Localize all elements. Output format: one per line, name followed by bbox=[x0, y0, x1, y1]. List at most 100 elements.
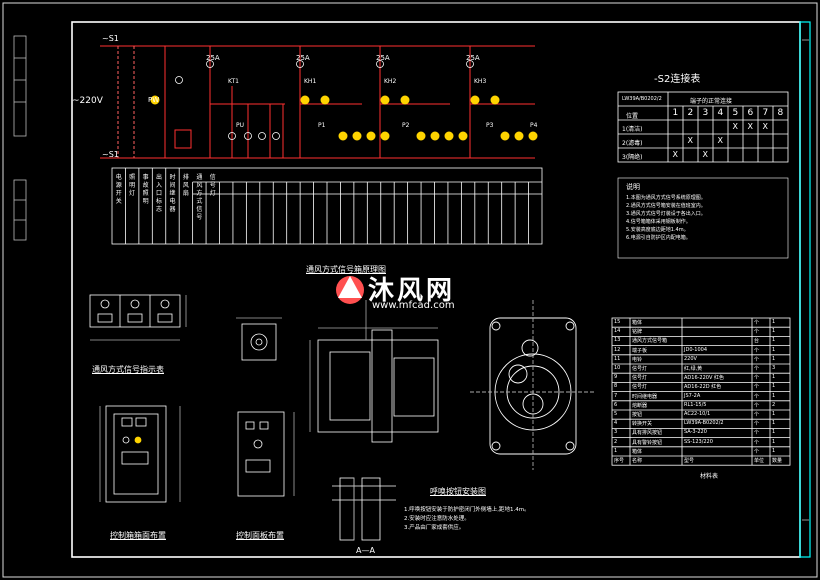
bom-cell: 1 bbox=[772, 447, 776, 454]
watermark-logo bbox=[336, 276, 364, 304]
bottom-note-line: 1.呼唤按钮安装于防护密闭门外侧墙上,距地1.4m。 bbox=[404, 507, 530, 513]
function-table-header: 排风扇 bbox=[182, 174, 189, 197]
s2-row-label: 3(隔绝) bbox=[622, 154, 643, 161]
bom-cell: 信号灯 bbox=[632, 366, 648, 372]
function-table-header: 信号灯 bbox=[209, 174, 216, 197]
lamp-icon bbox=[352, 131, 362, 141]
left-title-strip bbox=[13, 35, 27, 241]
s2-col-number: 4 bbox=[717, 108, 724, 118]
bom-cell: 2 bbox=[772, 401, 776, 408]
bom-cell: 1 bbox=[772, 374, 776, 381]
bom-cell: 个 bbox=[754, 402, 760, 409]
bom-cell: 12 bbox=[614, 346, 621, 353]
s2-title: -S2连接表 bbox=[654, 74, 701, 85]
bom-cell: 1 bbox=[772, 355, 776, 362]
lamp-icon bbox=[416, 131, 426, 141]
bom-column-header: 序号 bbox=[614, 458, 625, 464]
bom-cell: 箱体 bbox=[632, 448, 643, 455]
notes-line: 3.通风方式信号灯装设于各出入口。 bbox=[626, 211, 706, 217]
breaker-icon bbox=[175, 76, 183, 84]
lamp-icon bbox=[366, 131, 376, 141]
bom-cell: 1 bbox=[772, 429, 776, 436]
bom-cell: 1 bbox=[772, 383, 776, 390]
lamp-icon bbox=[514, 131, 524, 141]
wall-detail bbox=[332, 477, 396, 541]
bom-cell: 1 bbox=[772, 392, 776, 399]
bom-cell: 转换开关 bbox=[632, 421, 653, 428]
notes-box bbox=[617, 177, 789, 259]
function-table-header: 事故照明 bbox=[142, 174, 149, 205]
panel-front bbox=[237, 411, 295, 497]
notes-lines: 1.本图为通风方式信号系统原理图。 2.通风方式信号箱安装在值班室内。 3.通风方式… bbox=[626, 194, 786, 242]
lamp-icon bbox=[150, 95, 160, 105]
lamp-icon bbox=[338, 131, 348, 141]
bom-cell: 3 bbox=[772, 365, 776, 371]
breaker-icon bbox=[206, 60, 214, 68]
bom-column-header: 单位 bbox=[754, 458, 765, 464]
notes-line: 6.电源引自防护区内配电箱。 bbox=[626, 235, 691, 241]
s2-mark: X bbox=[702, 150, 708, 159]
bom-cell: 具有排风按钮 bbox=[632, 430, 663, 437]
control-box-front bbox=[99, 405, 181, 503]
lamp-icon bbox=[458, 131, 468, 141]
bom-cell: 10 bbox=[614, 365, 621, 371]
notes-line: 2.通风方式信号箱安装在值班室内。 bbox=[626, 203, 706, 209]
breaker-label: 25A bbox=[296, 54, 310, 62]
lamp-label: P2 bbox=[402, 122, 410, 129]
s2-col-number: 6 bbox=[747, 108, 754, 118]
bom-cell: 8 bbox=[614, 383, 618, 390]
bom-column-header: 型号 bbox=[684, 458, 695, 464]
title-block bbox=[802, 39, 809, 521]
bom-cell: 1 bbox=[772, 411, 776, 417]
bom-cell: 2 bbox=[614, 438, 618, 445]
s2-col-number: 8 bbox=[777, 108, 784, 118]
bom-cell: 箱体 bbox=[632, 320, 643, 326]
bom-cell: 1 bbox=[772, 319, 776, 325]
relay-label: KH2 bbox=[384, 78, 397, 85]
breaker-label: 25A bbox=[466, 54, 480, 62]
bom-cell: 个 bbox=[754, 430, 760, 437]
title-section-aa: A—A bbox=[356, 546, 375, 555]
notes-line: 5.安装高度底边距地1.4m。 bbox=[626, 227, 689, 233]
s2-subtitle: LW39A/B0202/2 bbox=[622, 96, 662, 102]
watermark-url: www.mfcad.com bbox=[372, 300, 455, 311]
bom-cell: 端子板 bbox=[632, 347, 648, 354]
function-table-header: 出入口标志 bbox=[156, 174, 163, 213]
bom-cell: 个 bbox=[754, 320, 760, 326]
bom-cell: 个 bbox=[754, 356, 760, 363]
s2-frame bbox=[617, 91, 789, 163]
breaker-symbols bbox=[175, 60, 474, 140]
s2-col-number: 1 bbox=[672, 108, 679, 118]
s2-col-number: 3 bbox=[702, 108, 709, 118]
notes-line: 1.本图为通风方式信号系统原理图。 bbox=[626, 195, 706, 201]
section-view bbox=[309, 300, 439, 443]
bom-cell: AC22-10/1 bbox=[684, 411, 711, 417]
bom-cell: 台 bbox=[754, 338, 760, 345]
bom-cell: 个 bbox=[754, 393, 760, 400]
title-panel-front: 控制面板布置 bbox=[236, 531, 284, 540]
notes-title: 说明 bbox=[626, 183, 640, 191]
title-left-sign: 通风方式信号指示表 bbox=[92, 365, 164, 374]
bom-cell: 个 bbox=[754, 366, 760, 372]
bom-cell: 铭牌 bbox=[632, 329, 643, 336]
bom-cell: 具有警铃按钮 bbox=[632, 439, 663, 446]
knob-detail bbox=[236, 317, 282, 361]
breaker-icon bbox=[228, 132, 236, 140]
supply-label: ~S1 bbox=[102, 34, 119, 43]
title-box-front: 控制箱箱面布置 bbox=[110, 531, 166, 540]
circuit-diagram bbox=[100, 45, 535, 159]
bom-cell: 1 bbox=[772, 420, 776, 427]
bom-cell: 个 bbox=[754, 412, 760, 418]
bom-column-header: 数量 bbox=[772, 458, 783, 464]
s2-mark: X bbox=[762, 122, 768, 131]
function-table-header: 时间继电器 bbox=[169, 174, 176, 213]
bom-cell: LW39A-B0202/2 bbox=[684, 420, 724, 427]
relay-label: KT1 bbox=[228, 78, 239, 85]
breaker-label: 25A bbox=[206, 54, 220, 62]
bom-cell: 1 bbox=[772, 328, 776, 335]
lamp-label: P3 bbox=[486, 122, 494, 129]
title-top-center: 通风方式信号箱原理图 bbox=[306, 265, 386, 274]
bom-cell: JD0-1004 bbox=[684, 346, 708, 353]
bom-cell: 1 bbox=[614, 447, 618, 454]
